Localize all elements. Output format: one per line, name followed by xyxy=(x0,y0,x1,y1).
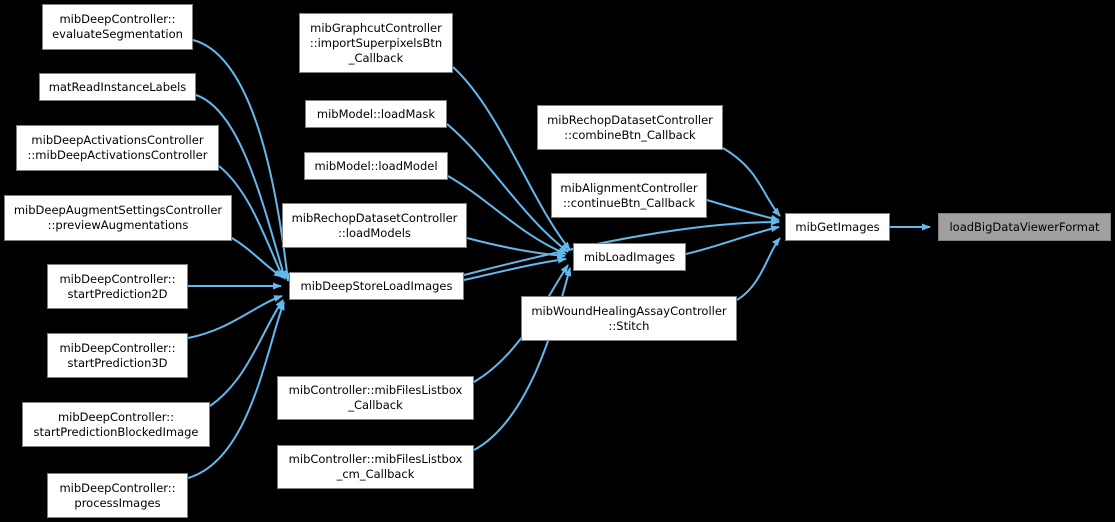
node-mibFilesListbox_cm_Callback[interactable]: mibController::mibFilesListbox _cm_Callb… xyxy=(277,445,474,489)
node-label: mibLoadImages xyxy=(583,249,676,264)
node-Stitch[interactable]: mibWoundHealingAssayController ::Stitch xyxy=(521,296,737,341)
edge-loadModel-to-mibLoadImages xyxy=(447,175,567,255)
node-loadModels[interactable]: mibRechopDatasetController ::loadModels xyxy=(282,203,467,248)
node-processImages[interactable]: mibDeepController:: processImages xyxy=(47,473,188,518)
edge-matReadInstanceLabels-to-mibDeepStoreLoadImages xyxy=(195,94,287,280)
edge-mibDeepActivationsController-to-mibDeepStoreLoadImages xyxy=(218,165,284,279)
node-previewAugmentations[interactable]: mibDeepAugmentSettingsController ::previ… xyxy=(4,195,232,241)
node-label: mibRechopDatasetController ::combineBtn_… xyxy=(547,112,713,142)
node-label: mibModel::loadMask xyxy=(316,106,436,121)
edge-loadModels-to-mibLoadImages xyxy=(466,237,566,259)
node-label: mibDeepActivationsController ::mibDeepAc… xyxy=(27,133,208,162)
edge-continueBtn_Callback-to-mibGetImages xyxy=(706,199,780,222)
node-mibFilesListbox_Callback[interactable]: mibController::mibFilesListbox _Callback xyxy=(277,376,474,420)
node-label: mibDeepController:: startPrediction3D xyxy=(59,340,176,370)
node-label: mibController::mibFilesListbox _Callback xyxy=(288,383,463,412)
edge-combineBtn_Callback-to-mibGetImages xyxy=(722,147,781,217)
node-label: mibDeepController:: startPrediction2D xyxy=(59,271,176,301)
node-startPredictionBlockedImage[interactable]: mibDeepController:: startPredictionBlock… xyxy=(22,402,210,447)
edge-processImages-to-mibDeepStoreLoadImages xyxy=(187,301,285,479)
node-label: mibWoundHealingAssayController ::Stitch xyxy=(531,303,727,333)
node-label: mibDeepStoreLoadImages xyxy=(300,278,453,293)
node-loadBigDataViewerFormat[interactable]: loadBigDataViewerFormat xyxy=(938,213,1111,241)
edge-mibLoadImages-to-mibGetImages xyxy=(685,225,780,255)
edge-mibDeepStoreLoadImages-to-mibLoadImages xyxy=(463,256,567,281)
node-label: mibGraphcutController ::importSuperpixel… xyxy=(309,20,443,65)
node-label: mibGetImages xyxy=(795,219,880,234)
edge-mibDeepStoreLoadImages-to-mibGetImages xyxy=(463,218,780,276)
node-label: mibDeepAugmentSettingsController ::previ… xyxy=(13,203,223,232)
node-label: mibDeepController:: startPredictionBlock… xyxy=(33,409,199,439)
node-loadModel[interactable]: mibModel::loadModel xyxy=(304,152,448,180)
edge-startPrediction3D-to-mibDeepStoreLoadImages xyxy=(187,295,283,339)
edge-importSuperpixelsBtn_Callback-to-mibLoadImages xyxy=(452,66,571,251)
node-label: loadBigDataViewerFormat xyxy=(949,219,1100,234)
node-startPrediction2D[interactable]: mibDeepController:: startPrediction2D xyxy=(47,264,188,309)
node-combineBtn_Callback[interactable]: mibRechopDatasetController ::combineBtn_… xyxy=(537,105,723,150)
node-label: mibModel::loadModel xyxy=(314,158,438,173)
node-evaluateSegmentation[interactable]: mibDeepController:: evaluateSegmentation xyxy=(42,4,193,50)
edge-startPredictionBlockedImage-to-mibDeepStoreLoadImages xyxy=(209,299,284,407)
edge-mibFilesListbox_cm_Callback-to-mibLoadImages xyxy=(473,267,572,451)
edge-loadMask-to-mibLoadImages xyxy=(446,123,569,253)
node-loadMask[interactable]: mibModel::loadMask xyxy=(305,100,447,128)
node-mibGetImages[interactable]: mibGetImages xyxy=(785,213,890,241)
node-label: mibAlignmentController ::continueBtn_Cal… xyxy=(560,180,698,210)
node-label: matReadInstanceLabels xyxy=(48,79,187,94)
edge-previewAugmentations-to-mibDeepStoreLoadImages xyxy=(231,237,283,278)
node-mibDeepActivationsController[interactable]: mibDeepActivationsController ::mibDeepAc… xyxy=(16,125,219,171)
node-matReadInstanceLabels[interactable]: matReadInstanceLabels xyxy=(39,73,196,101)
node-mibLoadImages[interactable]: mibLoadImages xyxy=(573,243,686,271)
edge-Stitch-to-mibGetImages xyxy=(736,237,781,301)
node-continueBtn_Callback[interactable]: mibAlignmentController ::continueBtn_Cal… xyxy=(551,173,707,218)
node-label: mibController::mibFilesListbox _cm_Callb… xyxy=(288,452,463,481)
node-mibDeepStoreLoadImages[interactable]: mibDeepStoreLoadImages xyxy=(289,272,464,300)
node-startPrediction3D[interactable]: mibDeepController:: startPrediction3D xyxy=(47,333,188,378)
node-label: mibDeepController:: evaluateSegmentation xyxy=(52,12,183,41)
node-label: mibDeepController:: processImages xyxy=(59,480,176,510)
node-label: mibRechopDatasetController ::loadModels xyxy=(291,210,458,240)
node-importSuperpixelsBtn_Callback[interactable]: mibGraphcutController ::importSuperpixel… xyxy=(299,13,453,73)
